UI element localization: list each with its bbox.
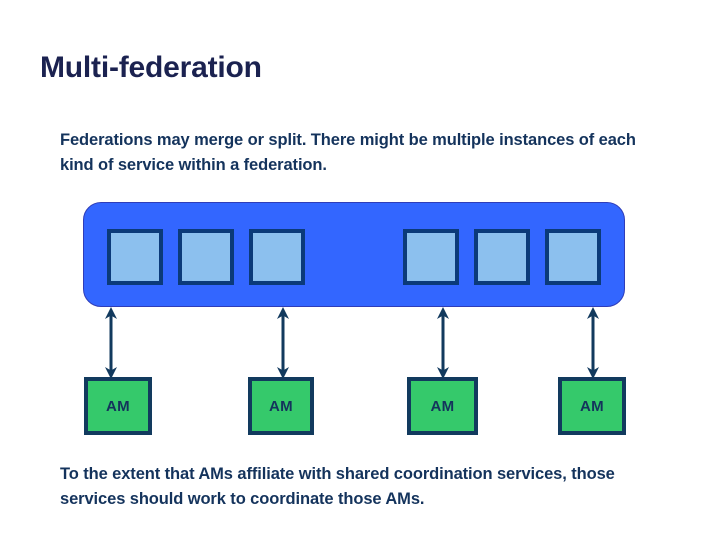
service-box-6 xyxy=(545,229,601,285)
am-node-label: AM xyxy=(430,397,455,415)
double-arrow-icon-3 xyxy=(432,307,454,379)
conclusion-paragraph: To the extent that AMs affiliate with sh… xyxy=(60,465,615,508)
page-title: Multi-federation xyxy=(40,51,262,84)
service-box-5 xyxy=(474,229,530,285)
service-box-2 xyxy=(178,229,234,285)
am-node-4: AM xyxy=(558,377,626,435)
am-node-3: AM xyxy=(407,377,478,435)
double-arrow-icon-4 xyxy=(582,307,604,379)
am-node-label: AM xyxy=(269,397,293,415)
intro-paragraph: Federations may merge or split. There mi… xyxy=(60,131,636,174)
service-box-3 xyxy=(249,229,305,285)
am-node-label: AM xyxy=(580,397,604,415)
double-arrow-icon-2 xyxy=(272,307,294,379)
service-box-1 xyxy=(107,229,163,285)
am-node-1: AM xyxy=(84,377,152,435)
am-node-2: AM xyxy=(248,377,314,435)
double-arrow-icon-1 xyxy=(100,307,122,379)
am-node-label: AM xyxy=(106,397,130,415)
service-box-4 xyxy=(403,229,459,285)
federation-container xyxy=(83,202,625,307)
